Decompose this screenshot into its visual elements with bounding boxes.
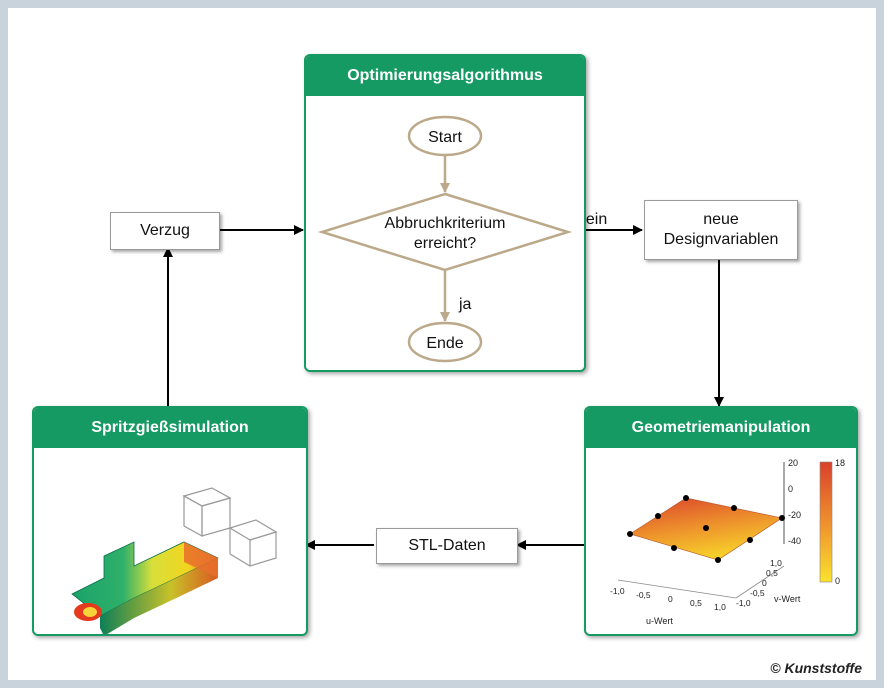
decision-node xyxy=(317,192,573,272)
colorbar-max-label: 18 xyxy=(835,458,845,468)
geometry-surface-plot: 20 0 -20 -40 -1,0 xyxy=(610,458,845,626)
v-tick-2: 0 xyxy=(762,578,767,588)
control-points xyxy=(627,495,785,563)
warp-box: Verzug xyxy=(110,212,220,250)
new-vars-line1: neue xyxy=(703,211,739,228)
optimizer-flowchart: Start Abbruchkriterium erreicht? ja Ende xyxy=(317,115,573,363)
copyright-credit: © Kunststoffe xyxy=(770,660,862,676)
geometry-title: Geometriemanipulation xyxy=(586,408,856,448)
yes-label: ja xyxy=(458,296,472,313)
u-ticks: -1,0 -0,5 0 0,5 1,0 xyxy=(610,586,726,612)
decision-label-line2: erreicht? xyxy=(414,235,476,252)
part-gate-core xyxy=(83,607,97,617)
u-tick-3: 0,5 xyxy=(690,598,702,608)
end-label: Ende xyxy=(426,335,463,352)
start-label: Start xyxy=(428,129,462,146)
z-tick-0: 0 xyxy=(788,484,793,494)
decision-label-line1: Abbruchkriterium xyxy=(385,215,506,232)
v-axis xyxy=(735,565,785,599)
diagram-frame: nein Optimierungsalgorithmus Start Abbru… xyxy=(8,8,876,680)
u-tick-0: -1,0 xyxy=(610,586,625,596)
new-design-variables-box: neue Designvariablen xyxy=(644,200,798,260)
injection-panel: Spritzgießsimulation xyxy=(32,406,308,636)
mold-wireframe xyxy=(182,487,278,567)
injection-title: Spritzgießsimulation xyxy=(34,408,306,448)
z-tick-20: 20 xyxy=(788,458,798,468)
stl-label: STL-Daten xyxy=(408,537,486,554)
v-tick-0: 1,0 xyxy=(770,558,782,568)
u-tick-4: 1,0 xyxy=(714,602,726,612)
new-vars-line2: Designvariablen xyxy=(663,231,779,248)
warp-label: Verzug xyxy=(140,222,190,239)
v-tick-3: -0,5 xyxy=(750,588,765,598)
v-tick-1: 0,5 xyxy=(766,568,778,578)
part-end-face xyxy=(184,542,218,578)
v-ticks: 1,0 0,5 0 -0,5 -1,0 xyxy=(736,558,782,608)
stl-data-box: STL-Daten xyxy=(376,528,518,564)
u-axis-label: u-Wert xyxy=(646,616,673,626)
u-tick-2: 0 xyxy=(668,594,673,604)
v-tick-4: -1,0 xyxy=(736,598,751,608)
z-tick-minus20: -20 xyxy=(788,510,801,520)
end-node xyxy=(407,321,483,363)
colorbar-min-label: 0 xyxy=(835,576,840,586)
z-tick-minus40: -40 xyxy=(788,536,801,546)
colorbar xyxy=(819,461,833,583)
optimizer-title: Optimierungsalgorithmus xyxy=(306,56,584,96)
v-axis-label: v-Wert xyxy=(774,594,801,604)
u-axis xyxy=(617,579,737,599)
start-node xyxy=(407,115,483,157)
geometry-panel: Geometriemanipulation 20 0 -20 xyxy=(584,406,858,636)
injection-part-render xyxy=(71,487,278,634)
u-tick-1: -0,5 xyxy=(636,590,651,600)
z-ticks: 20 0 -20 -40 xyxy=(788,458,801,546)
optimizer-panel: Optimierungsalgorithmus Start Abbruchkri… xyxy=(304,54,586,372)
part-side-surface xyxy=(100,558,218,634)
